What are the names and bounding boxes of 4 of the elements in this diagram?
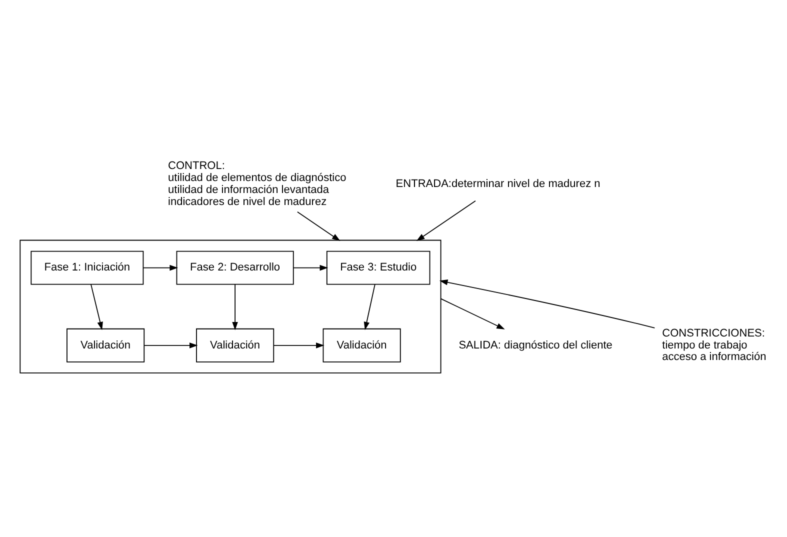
node-text: CONSTRICCIONES: tiempo de trabajo acceso a información <box>662 327 766 364</box>
node-text: SALIDA: diagnóstico del cliente <box>458 339 612 352</box>
node-text: ENTRADA:determinar nivel de madurez n <box>396 178 600 190</box>
node-text: CONTROL: utilidad de elementos de diagnóstico utilidad de información levantada indicadores de nivel de madurez <box>168 160 346 208</box>
